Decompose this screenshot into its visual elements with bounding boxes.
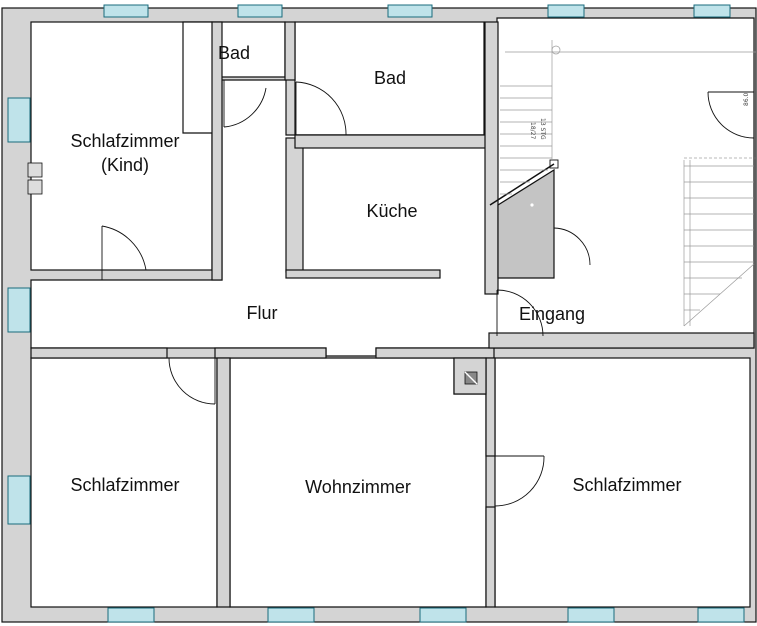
wall-wz-sz-upper <box>485 357 496 457</box>
wall-kind-bad <box>211 21 223 281</box>
wall-bad-bad <box>284 21 296 81</box>
label-schlafzimmer-left: Schlafzimmer <box>70 475 179 495</box>
wall-sz-wz <box>216 357 231 608</box>
label-eingang: Eingang <box>519 304 585 324</box>
label-bad-small: Bad <box>218 43 250 63</box>
doors <box>101 80 755 507</box>
duct-icon-diagonal <box>464 371 478 385</box>
stair-steps-label: 13 STG <box>539 118 546 140</box>
door-width-label: 86.0 <box>743 92 750 106</box>
wall-kueche-left <box>285 137 304 273</box>
stair-core-dot <box>530 203 534 207</box>
label-kueche: Küche <box>366 201 417 221</box>
label-wohnzimmer: Wohnzimmer <box>305 477 411 497</box>
wall-kueche-right <box>484 21 499 295</box>
windows <box>7 4 745 623</box>
stair-upper <box>500 40 756 195</box>
room-schlafzimmer-kind <box>30 21 213 271</box>
room-schlafzimmer-left <box>30 357 218 608</box>
wall-entry-divider <box>488 332 755 349</box>
wall-bottom-left <box>30 347 168 359</box>
meter-box-bottom <box>27 179 43 195</box>
stair-post <box>549 159 559 169</box>
label-schlafzimmer-right: Schlafzimmer <box>572 475 681 495</box>
wall-bad-kueche <box>294 134 488 149</box>
stair-ratio-label: 18/27 <box>529 122 536 139</box>
stair-right <box>683 157 756 327</box>
wall-bottom-mid1 <box>214 347 327 359</box>
meter-box-top <box>27 162 43 178</box>
wall-bottom-mid2 <box>375 347 495 359</box>
label-schlafzimmer-kind: Schlafzimmer(Kind) <box>70 131 179 175</box>
label-flur: Flur <box>247 303 278 323</box>
wall-kueche-bottom <box>285 269 441 279</box>
stair-core <box>497 168 555 279</box>
stair-core-edge <box>489 163 555 206</box>
label-bad: Bad <box>374 68 406 88</box>
wall-wz-sz-lower <box>485 506 496 608</box>
